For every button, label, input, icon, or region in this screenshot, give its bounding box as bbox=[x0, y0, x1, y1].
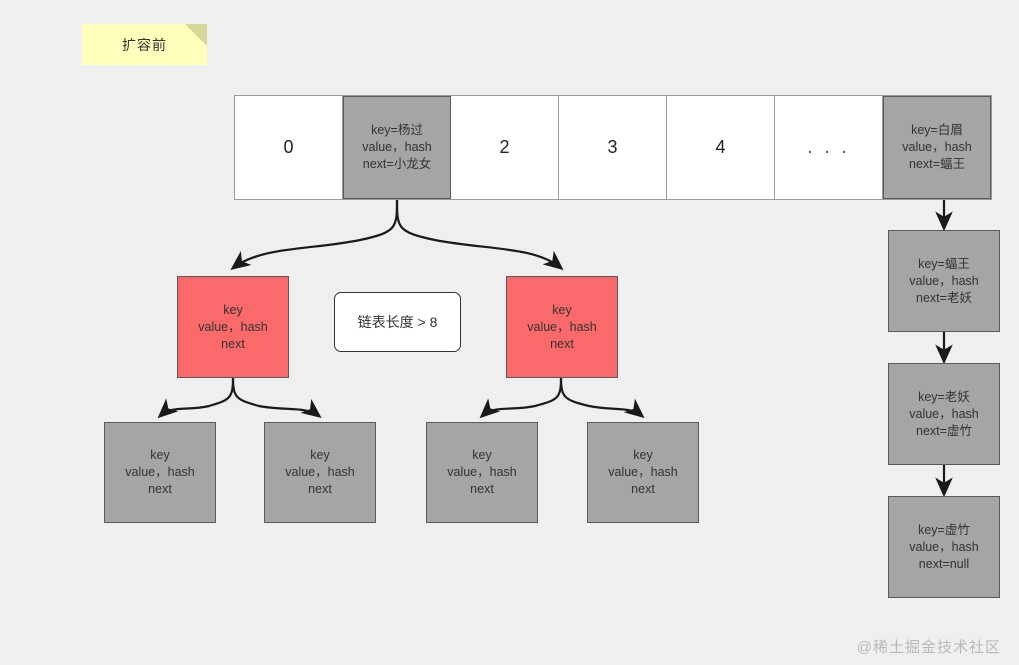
chain-node-3[interactable]: key=虚竹 value，hash next=null bbox=[888, 496, 1000, 598]
edge-red-right-to-leaf-3 bbox=[479, 377, 563, 419]
entry-key: key=白眉 bbox=[911, 123, 963, 137]
bucket-index-label: 0 bbox=[283, 137, 294, 157]
chain-node-2[interactable]: key=老妖 value，hash next=虚竹 bbox=[888, 363, 1000, 465]
entry-value-hash: value，hash bbox=[902, 140, 972, 154]
tree-node-red-right[interactable]: key value，hash next bbox=[506, 276, 618, 378]
node-key: key=虚竹 bbox=[918, 522, 970, 537]
node-next: next bbox=[631, 482, 655, 496]
edge-red-left-to-leaf-2 bbox=[231, 377, 322, 419]
chain-node-1[interactable]: key=蝠王 value，hash next=老妖 bbox=[888, 230, 1000, 332]
tree-leaf-1[interactable]: key value，hash next bbox=[104, 422, 216, 523]
node-value-hash: value，hash bbox=[909, 273, 979, 288]
node-key: key bbox=[310, 448, 330, 462]
node-key: key bbox=[223, 302, 243, 317]
node-value-hash: value，hash bbox=[909, 406, 979, 421]
node-value-hash: value，hash bbox=[447, 465, 517, 479]
bucket-cell-ellipsis: . . . bbox=[775, 96, 883, 199]
entry-key: key=杨过 bbox=[371, 123, 423, 137]
note-fold-icon bbox=[185, 24, 207, 46]
node-key: key=老妖 bbox=[918, 389, 970, 404]
watermark: @稀土掘金技术社区 bbox=[856, 639, 1001, 656]
bucket-index-label: 4 bbox=[715, 137, 726, 157]
entry-next: next=蝠王 bbox=[909, 157, 965, 171]
bucket-cell-1[interactable]: key=杨过 value，hash next=小龙女 bbox=[343, 96, 451, 199]
bucket-cell-4[interactable]: 4 bbox=[667, 96, 775, 199]
node-key: key bbox=[552, 302, 572, 317]
edge-bucket-to-red-right bbox=[395, 198, 564, 271]
bucket-array: 0 key=杨过 value，hash next=小龙女 2 3 4 . . .… bbox=[234, 95, 992, 200]
bucket-index-label: 2 bbox=[499, 137, 510, 157]
node-next: next bbox=[308, 482, 332, 496]
node-next: next bbox=[470, 482, 494, 496]
node-next: next bbox=[148, 482, 172, 496]
node-key: key=蝠王 bbox=[918, 256, 970, 271]
edge-red-right-to-leaf-4 bbox=[559, 377, 645, 419]
bucket-cell-0[interactable]: 0 bbox=[235, 96, 343, 199]
tree-node-red-left[interactable]: key value，hash next bbox=[177, 276, 289, 378]
node-value-hash: value，hash bbox=[608, 465, 678, 479]
edge-red-left-to-leaf-1 bbox=[157, 377, 235, 419]
node-value-hash: value，hash bbox=[125, 465, 195, 479]
note-label: 扩容前 bbox=[122, 36, 167, 53]
node-value-hash: value，hash bbox=[285, 465, 355, 479]
node-next: next bbox=[221, 336, 245, 351]
tree-leaf-2[interactable]: key value，hash next bbox=[264, 422, 376, 523]
sticky-note: 扩容前 bbox=[82, 24, 207, 65]
node-value-hash: value，hash bbox=[198, 319, 268, 334]
node-key: key bbox=[472, 448, 492, 462]
node-key: key bbox=[150, 448, 170, 462]
bucket-index-label: 3 bbox=[607, 137, 618, 157]
tree-leaf-3[interactable]: key value，hash next bbox=[426, 422, 538, 523]
bucket-cell-last[interactable]: key=白眉 value，hash next=蝠王 bbox=[883, 96, 991, 199]
entry-value-hash: value，hash bbox=[362, 140, 432, 154]
node-value-hash: value，hash bbox=[527, 319, 597, 334]
bucket-cell-2[interactable]: 2 bbox=[451, 96, 559, 199]
node-next: next=虚竹 bbox=[916, 423, 972, 438]
node-next: next bbox=[550, 336, 574, 351]
node-key: key bbox=[633, 448, 653, 462]
entry-next: next=小龙女 bbox=[362, 157, 432, 171]
ellipsis-label: . . . bbox=[807, 136, 850, 158]
callout-label: 链表长度 > 8 bbox=[357, 314, 438, 330]
tree-leaf-4[interactable]: key value，hash next bbox=[587, 422, 699, 523]
node-value-hash: value，hash bbox=[909, 539, 979, 554]
node-next: next=老妖 bbox=[916, 290, 972, 305]
bucket-cell-3[interactable]: 3 bbox=[559, 96, 667, 199]
edge-bucket-to-red-left bbox=[230, 198, 399, 270]
callout-box: 链表长度 > 8 bbox=[334, 292, 461, 352]
node-next: next=null bbox=[918, 556, 970, 571]
